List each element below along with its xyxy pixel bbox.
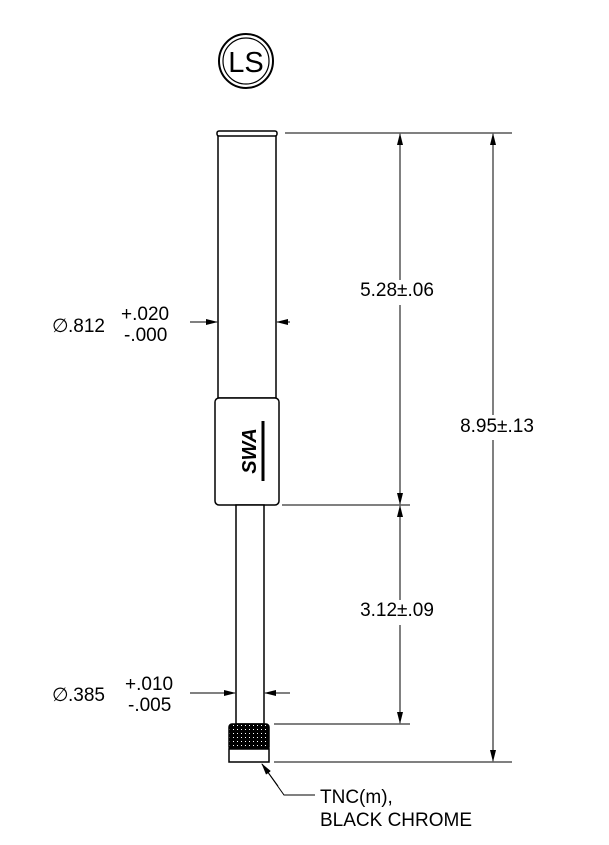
- diameter-symbol: ∅: [52, 685, 69, 706]
- callout-leader-arrow: [261, 763, 279, 787]
- logo-text: SWA: [239, 428, 261, 474]
- lower-length-dim: 3.12±.09: [360, 600, 434, 621]
- tnc-body: [228, 748, 270, 763]
- lower-diameter-minus: -.005: [128, 695, 171, 716]
- extension-lines: [274, 132, 512, 763]
- ls-badge: LS: [218, 33, 274, 89]
- lower-diameter-nominal: .385: [68, 685, 105, 706]
- lower-diameter-plus: +.010: [125, 674, 173, 695]
- dimension-lines: [190, 133, 496, 796]
- lower-diameter-dim: ∅ .385 +.010 -.005: [52, 674, 173, 716]
- upper-radome: [217, 133, 277, 399]
- callout-leader-line: [261, 763, 315, 796]
- swa-logo: SWA: [239, 421, 265, 481]
- upper-diameter-minus: -.000: [124, 325, 167, 346]
- antenna-body: [214, 130, 280, 763]
- upper-diameter-nominal: .812: [68, 316, 105, 337]
- upper-diameter-plus: +.020: [121, 304, 169, 325]
- upper-diameter-dim: ∅ .812 +.020 -.000: [52, 304, 169, 346]
- badge-label: LS: [228, 47, 263, 79]
- callout-line1: TNC(m),: [320, 787, 393, 808]
- total-length-dim: 8.95±.13: [460, 416, 534, 437]
- lower-tube: [235, 504, 265, 725]
- callout-line2: BLACK CHROME: [320, 810, 472, 831]
- tnc-knurl: [228, 723, 270, 751]
- top-cap: [216, 130, 278, 137]
- diameter-symbol: ∅: [52, 316, 69, 337]
- upper-length-dim: 5.28±.06: [360, 280, 434, 301]
